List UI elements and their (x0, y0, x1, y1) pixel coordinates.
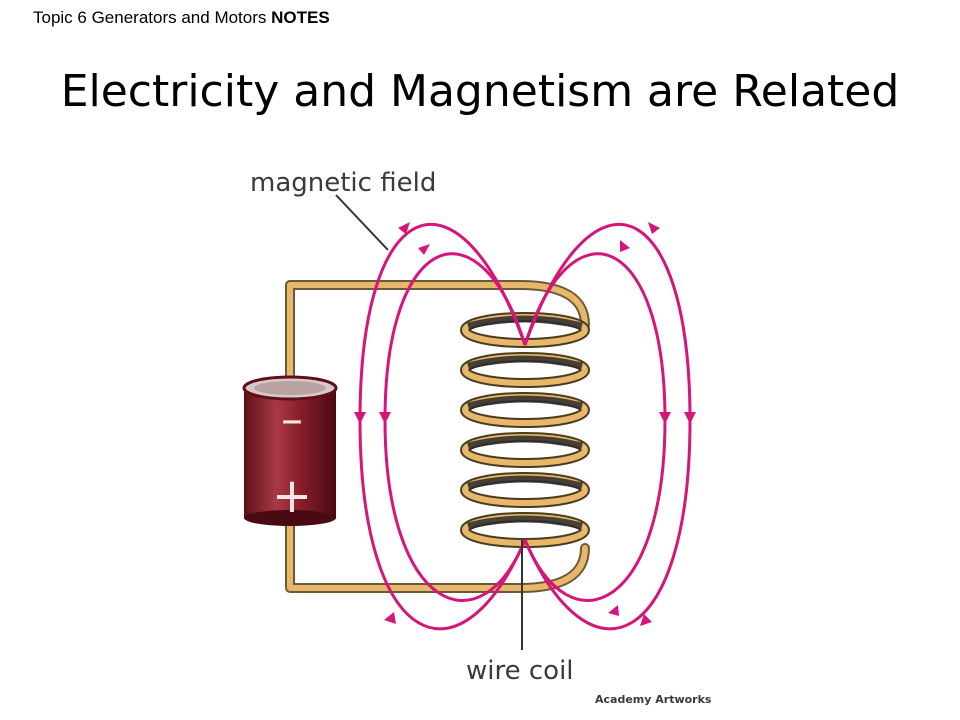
arrow-left-outer-mid (354, 412, 366, 424)
arrow-left-outer-top (398, 222, 410, 234)
leader-lines (335, 194, 523, 650)
label-magnetic-field: magnetic field (250, 168, 436, 198)
arrow-left-inner-top (418, 244, 430, 255)
label-wire-coil: wire coil (466, 656, 574, 686)
arrow-right-inner-top (620, 240, 630, 252)
arrow-right-inner-mid (659, 412, 671, 424)
battery-minus-sign: – (281, 394, 303, 445)
arrow-left-inner-mid (379, 412, 391, 424)
topic-header-notes: NOTES (271, 8, 330, 27)
slide-title: Electricity and Magnetism are Related (60, 66, 900, 117)
magnetic-field-leader (335, 194, 389, 251)
circuit-wire (285, 280, 590, 593)
arrow-right-outer-bottom (640, 614, 652, 626)
arrow-left-outer-bottom (384, 612, 396, 624)
battery: – + (242, 375, 338, 526)
wire-coil (460, 312, 590, 548)
field-arrows (354, 222, 696, 626)
arrow-right-inner-bottom (608, 605, 619, 616)
battery-plus-sign: + (272, 468, 312, 524)
credit-text: Academy Artworks (595, 693, 712, 706)
arrow-right-outer-top (648, 222, 660, 234)
topic-header-text: Topic 6 Generators and Motors (33, 8, 272, 27)
topic-header: Topic 6 Generators and Motors NOTES (33, 8, 330, 28)
arrow-right-outer-mid (684, 412, 696, 424)
